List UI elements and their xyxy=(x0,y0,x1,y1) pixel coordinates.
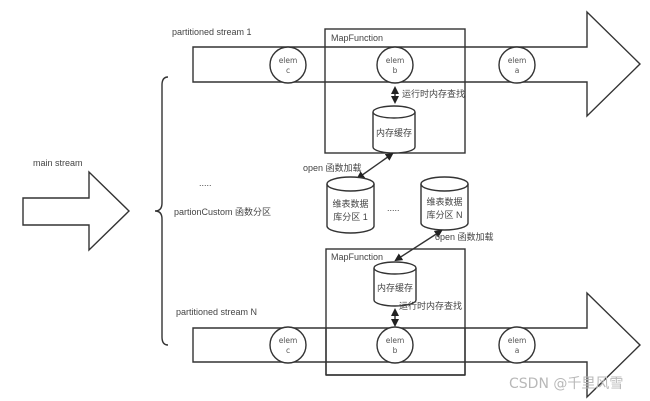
main-stream-arrow xyxy=(22,170,131,252)
stream-n-label: partitioned stream N xyxy=(176,307,257,317)
elem-label: elem xyxy=(279,336,298,345)
stream-n-elem-c: elem c xyxy=(269,326,307,364)
memory-cache-n: 内存缓存 xyxy=(373,261,417,307)
partition-label: partionCustom 函数分区 xyxy=(174,206,271,217)
dim-partition-line2: 库分区 1 xyxy=(333,211,368,222)
memory-cache-1: 内存缓存 xyxy=(372,105,416,154)
elem-id: c xyxy=(286,66,290,75)
elem-label: elem xyxy=(386,336,405,345)
dim-partition-line1: 维表数据 xyxy=(426,196,462,207)
map-function-1-title: MapFunction xyxy=(331,33,383,43)
partitions-ellipsis: ..... xyxy=(387,203,400,213)
stream-n-elem-b: elem b xyxy=(376,326,414,364)
load-label-n: open 函数加载 xyxy=(435,231,494,242)
elem-id: c xyxy=(286,346,290,355)
partition-brace xyxy=(154,76,169,346)
lookup-label-1: 运行时内存查找 xyxy=(402,88,465,99)
stream-n-elem-a: elem a xyxy=(498,326,536,364)
elem-label: elem xyxy=(386,56,405,65)
lookup-label-n: 运行时内存查找 xyxy=(399,300,462,311)
watermark: CSDN @千里风雪 xyxy=(509,376,623,392)
elem-id: a xyxy=(515,346,520,355)
load-arrow-n xyxy=(394,229,443,262)
stream-1-label: partitioned stream 1 xyxy=(172,27,252,37)
streams-ellipsis: ..... xyxy=(199,178,212,188)
load-arrow-1 xyxy=(356,152,394,180)
elem-label: elem xyxy=(508,336,527,345)
dim-partition-1: 维表数据 库分区 1 xyxy=(326,176,375,234)
elem-id: b xyxy=(393,346,398,355)
main-stream-label: main stream xyxy=(33,158,83,168)
stream-1-elem-a: elem a xyxy=(498,46,536,84)
map-function-n-title: MapFunction xyxy=(331,252,383,262)
load-label-1: open 函数加载 xyxy=(303,162,362,173)
dim-partition-n: 维表数据 库分区 N xyxy=(420,176,469,231)
stream-n-arrow xyxy=(192,291,641,399)
elem-id: b xyxy=(393,66,398,75)
stream-1-arrow xyxy=(192,10,641,118)
stream-1-elem-b: elem b xyxy=(376,46,414,84)
memory-cache-label: 内存缓存 xyxy=(377,282,413,293)
dim-partition-line1: 维表数据 xyxy=(332,198,368,209)
elem-label: elem xyxy=(508,56,527,65)
memory-cache-label: 内存缓存 xyxy=(376,127,412,138)
elem-label: elem xyxy=(279,56,298,65)
dim-partition-line2: 库分区 N xyxy=(426,209,462,220)
stream-1-elem-c: elem c xyxy=(269,46,307,84)
elem-id: a xyxy=(515,66,520,75)
